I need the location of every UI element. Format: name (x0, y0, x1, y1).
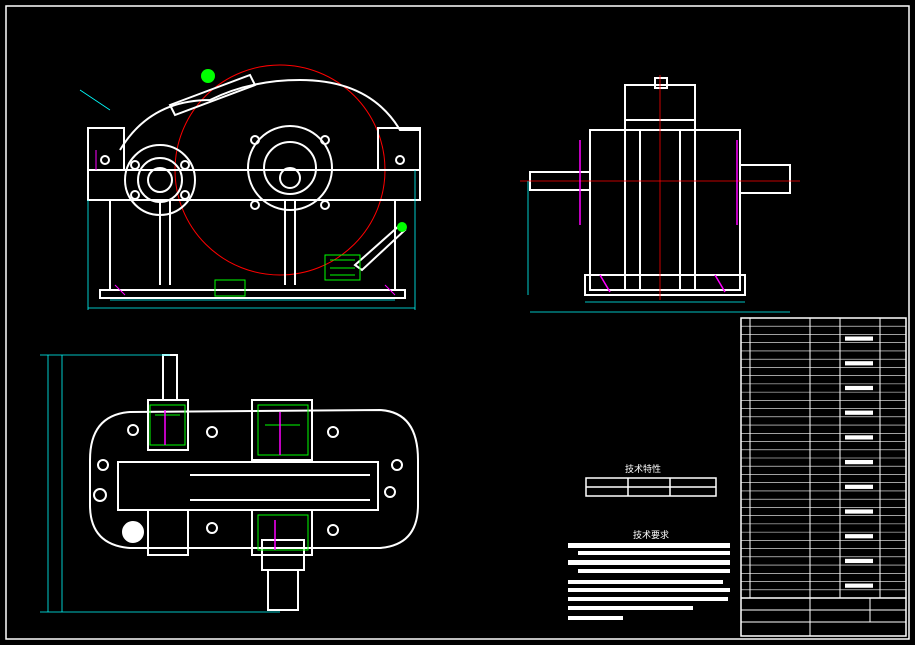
housing-flange (87, 169, 421, 201)
parts-list-table (740, 317, 907, 637)
inspection-cover (168, 73, 257, 117)
plan-view (89, 354, 419, 611)
parts-list-cell-fill (845, 385, 873, 391)
tech-spec-title: 技术特性 (625, 463, 661, 475)
housing-foot (99, 289, 406, 299)
plan-view-magenta (164, 410, 281, 550)
right-shaft-end (739, 164, 791, 194)
drawing-border (5, 5, 910, 640)
housing-upper-outline (119, 78, 421, 171)
parts-list-cell-fill (845, 460, 873, 465)
side-view-magenta (579, 140, 738, 293)
front-view (87, 64, 421, 299)
parts-list-rows (741, 325, 906, 591)
tech-spec-table (585, 477, 717, 497)
right-lug (377, 127, 421, 171)
plan-view-hatch (149, 404, 309, 551)
side-housing-body (589, 129, 741, 291)
side-base (584, 274, 746, 296)
tech-requirements-text (568, 543, 730, 620)
front-view-magenta (95, 150, 396, 296)
side-view-centerlines (520, 75, 800, 300)
left-bearing-inner (137, 157, 183, 203)
plan-inner-cavity (117, 461, 379, 511)
parts-list-cell-fill (845, 336, 873, 341)
plan-housing-outline (89, 408, 419, 549)
front-view-hatch (214, 254, 361, 297)
parts-list-cell-fill (845, 509, 873, 514)
output-shaft (267, 569, 299, 611)
left-shaft (147, 167, 173, 193)
oil-dipstick (353, 223, 407, 272)
right-shaft (279, 167, 301, 189)
front-view-dimensions (79, 89, 416, 310)
parts-list-cell-fill (845, 534, 873, 539)
parts-list-cell-fill (845, 558, 873, 564)
parts-list-cell-fill (845, 361, 873, 366)
side-view-dimensions (527, 181, 790, 313)
parts-list-cell-fill (845, 435, 873, 440)
parts-list-cell-fill (845, 583, 873, 588)
parts-list-cell-fill (845, 410, 873, 415)
dipstick-cap (397, 222, 407, 232)
left-bearing-outer (124, 144, 196, 216)
plan-view-dimensions (40, 354, 280, 613)
tech-requirements-title: 技术要求 (633, 529, 669, 541)
left-lug (87, 127, 125, 171)
right-bearing-inner (263, 141, 317, 195)
right-bearing-outer (247, 125, 333, 211)
input-shaft (162, 354, 178, 401)
parts-list-cell-fill (845, 484, 873, 489)
breather-cap (201, 69, 215, 83)
